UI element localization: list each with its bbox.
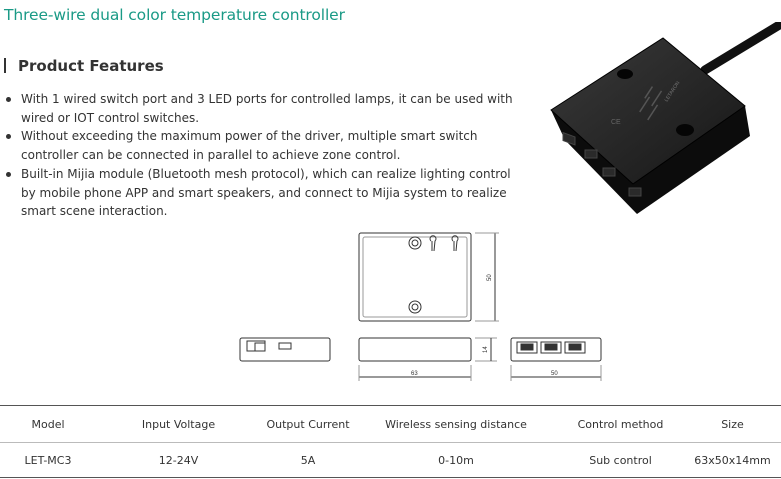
page-title: Three-wire dual color temperature contro… bbox=[4, 6, 345, 24]
header-output-current: Output Current bbox=[266, 417, 350, 431]
section-title-bar bbox=[4, 58, 6, 73]
dimension-front-width-label: 63 bbox=[411, 371, 418, 377]
cell-size: 63x50x14mm bbox=[694, 453, 771, 467]
dimension-thickness-label: 14 bbox=[483, 346, 489, 353]
feature-item: Built-in Mijia module (Bluetooth mesh pr… bbox=[4, 165, 524, 221]
table-row: LET-MC3 12-24V 5A 0-10m Sub control 63x5… bbox=[0, 443, 781, 478]
spec-table: Model Input Voltage Output Current Wirel… bbox=[0, 405, 781, 478]
feature-text: With 1 wired switch port and 3 LED ports… bbox=[21, 92, 513, 125]
cell-model: LET-MC3 bbox=[24, 453, 72, 467]
dimension-side-width-label: 50 bbox=[551, 371, 558, 377]
product-photo: LETARON CE bbox=[550, 22, 781, 214]
header-model: Model bbox=[31, 417, 65, 431]
feature-list: With 1 wired switch port and 3 LED ports… bbox=[4, 90, 524, 221]
cell-wireless-distance: 0-10m bbox=[438, 453, 474, 467]
dimension-drawings: 50 14 63 50 bbox=[239, 232, 602, 381]
dimension-height-label: 50 bbox=[487, 274, 493, 281]
feature-item: Without exceeding the maximum power of t… bbox=[4, 127, 524, 164]
bullet-icon bbox=[6, 171, 11, 177]
spec-table-header-row: Model Input Voltage Output Current Wirel… bbox=[0, 405, 781, 443]
header-control-method: Control method bbox=[577, 417, 664, 431]
bullet-icon bbox=[6, 97, 11, 102]
feature-text: Built-in Mijia module (Bluetooth mesh pr… bbox=[21, 166, 511, 219]
bullet-icon bbox=[6, 134, 11, 140]
cell-control-method: Sub control bbox=[589, 453, 652, 467]
cell-output-current: 5A bbox=[300, 453, 316, 467]
header-size: Size bbox=[721, 417, 744, 431]
header-input-voltage: Input Voltage bbox=[141, 417, 216, 431]
cell-input-voltage: 12-24V bbox=[158, 453, 199, 467]
svg-text:CE: CE bbox=[611, 119, 621, 126]
header-wireless-distance: Wireless sensing distance bbox=[385, 417, 527, 431]
section-title: Product Features bbox=[4, 57, 164, 75]
section-title-text: Product Features bbox=[18, 57, 164, 75]
feature-text: Without exceeding the maximum power of t… bbox=[21, 129, 478, 163]
feature-item: With 1 wired switch port and 3 LED ports… bbox=[4, 90, 524, 127]
